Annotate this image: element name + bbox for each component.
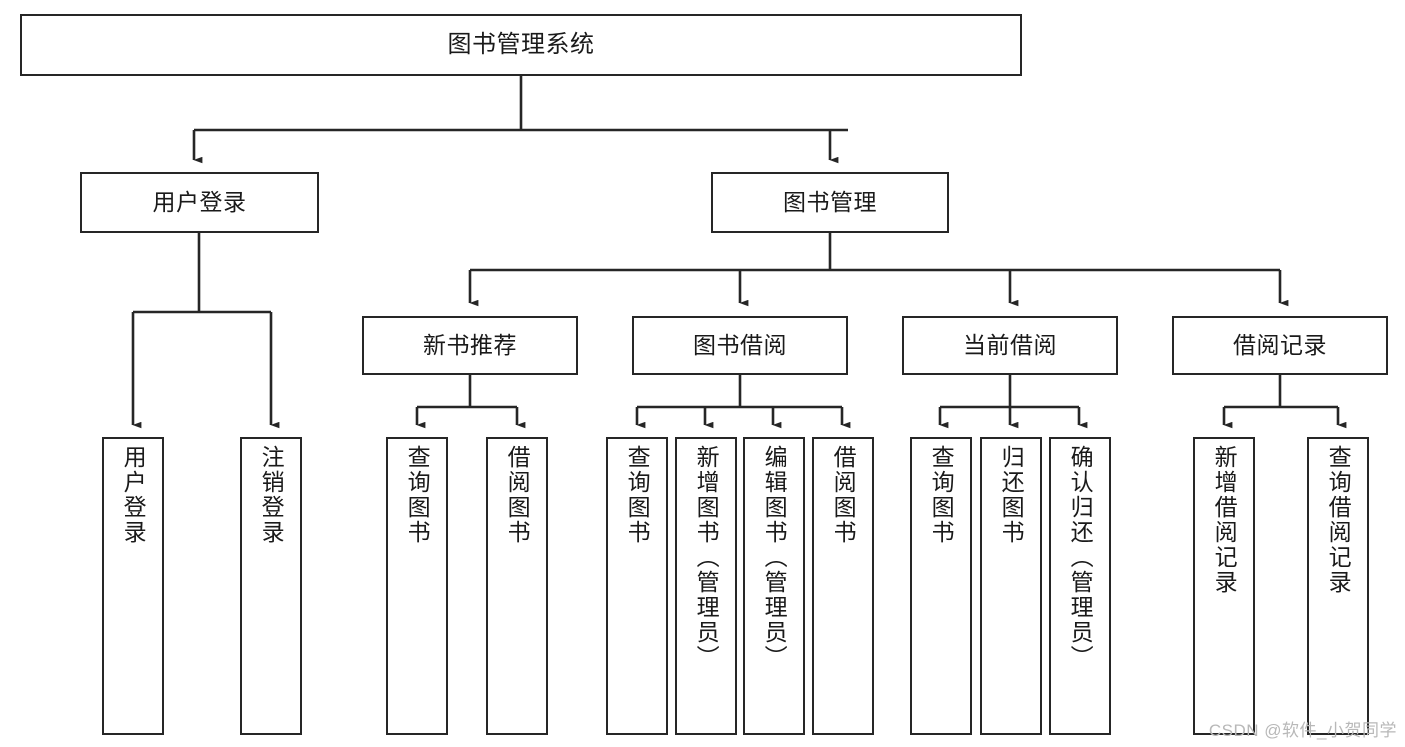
- leaf-query-book-borrow[interactable]: 查询图书: [606, 437, 668, 735]
- node-book-borrow[interactable]: 图书借阅: [632, 316, 848, 375]
- node-label: 用户登录: [120, 445, 147, 545]
- node-label: 查询图书: [624, 445, 651, 545]
- leaf-edit-book-admin[interactable]: 编辑图书（管理员）: [743, 437, 805, 735]
- node-label: 确认归还（管理员）: [1067, 445, 1094, 670]
- node-root-system[interactable]: 图书管理系统: [20, 14, 1022, 76]
- node-book-management[interactable]: 图书管理: [711, 172, 949, 233]
- node-label: 新增借阅记录: [1211, 445, 1238, 595]
- leaf-query-book-current[interactable]: 查询图书: [910, 437, 972, 735]
- node-new-book-recommend[interactable]: 新书推荐: [362, 316, 578, 375]
- node-label: 图书管理系统: [447, 30, 595, 58]
- node-label: 借阅图书: [504, 445, 531, 545]
- node-label: 图书借阅: [693, 331, 787, 358]
- node-borrow-records[interactable]: 借阅记录: [1172, 316, 1388, 375]
- leaf-return-book[interactable]: 归还图书: [980, 437, 1042, 735]
- node-current-borrow[interactable]: 当前借阅: [902, 316, 1118, 375]
- node-label: 查询图书: [404, 445, 431, 545]
- node-label: 编辑图书（管理员）: [761, 445, 788, 670]
- leaf-borrow-book-recommend[interactable]: 借阅图书: [486, 437, 548, 735]
- leaf-confirm-return-admin[interactable]: 确认归还（管理员）: [1049, 437, 1111, 735]
- leaf-add-borrow-record[interactable]: 新增借阅记录: [1193, 437, 1255, 735]
- node-label: 归还图书: [998, 445, 1025, 545]
- leaf-query-book-recommend[interactable]: 查询图书: [386, 437, 448, 735]
- node-label: 图书管理: [783, 188, 877, 215]
- leaf-query-borrow-record[interactable]: 查询借阅记录: [1307, 437, 1369, 735]
- leaf-borrow-book[interactable]: 借阅图书: [812, 437, 874, 735]
- leaf-user-login[interactable]: 用户登录: [102, 437, 164, 735]
- node-label: 借阅记录: [1233, 331, 1327, 358]
- node-label: 查询借阅记录: [1325, 445, 1352, 595]
- csdn-watermark: CSDN @软件_小贺同学: [1208, 721, 1397, 740]
- node-label: 注销登录: [258, 445, 285, 545]
- node-label: 当前借阅: [963, 331, 1057, 358]
- node-user-login[interactable]: 用户登录: [80, 172, 319, 233]
- node-label: 借阅图书: [830, 445, 857, 545]
- node-label: 新增图书（管理员）: [693, 445, 720, 670]
- node-label: 查询图书: [928, 445, 955, 545]
- node-label: 新书推荐: [423, 331, 517, 358]
- leaf-logout[interactable]: 注销登录: [240, 437, 302, 735]
- leaf-add-book-admin[interactable]: 新增图书（管理员）: [675, 437, 737, 735]
- node-label: 用户登录: [152, 188, 247, 215]
